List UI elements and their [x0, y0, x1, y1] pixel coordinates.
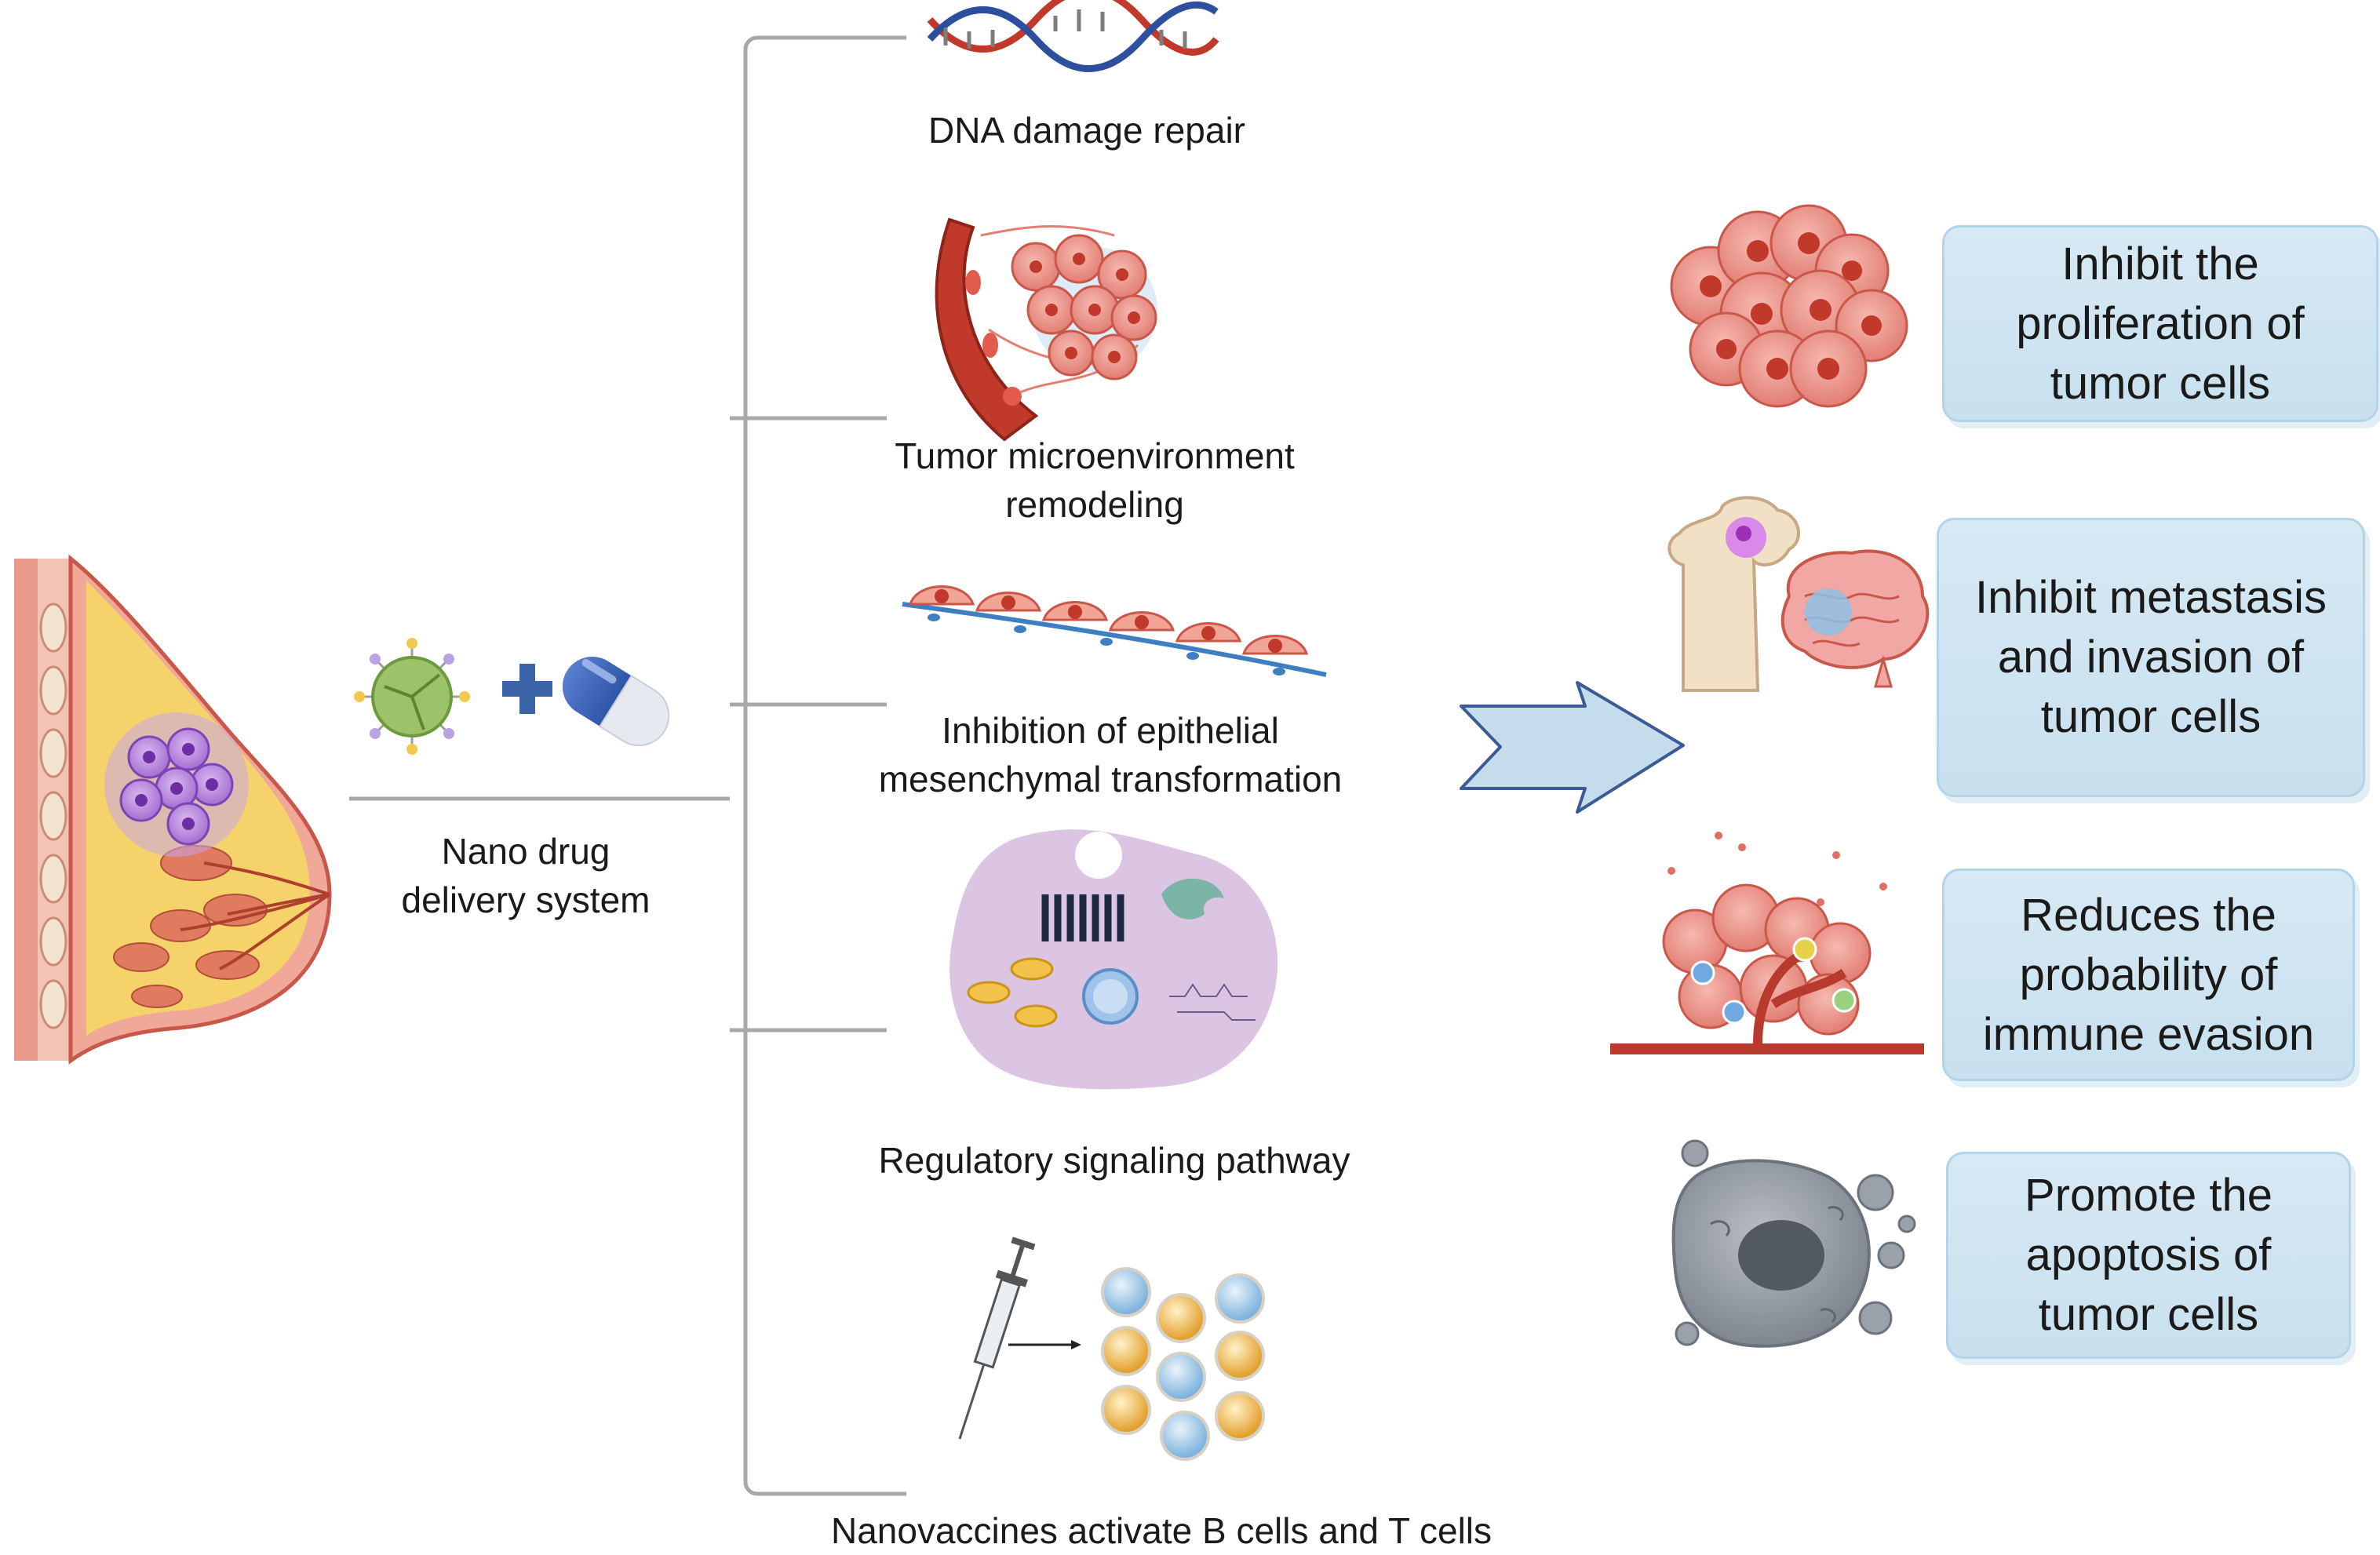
outcome-text: Inhibit the	[2061, 238, 2259, 290]
nanoparticle-icon	[354, 638, 470, 755]
outcome-box-apoptosis: Promote the apoptosis of tumor cells	[1946, 1152, 2351, 1359]
outcome-text: tumor cells	[2050, 357, 2271, 409]
epithelial-layer-icon	[902, 585, 1327, 677]
outcome-text: Reduces the	[2021, 889, 2276, 941]
breast-tumor-illustration	[14, 554, 332, 1065]
mechanism-label-dna: DNA damage repair	[863, 106, 1310, 155]
mechanism-label-signaling: Regulatory signaling pathway	[832, 1136, 1397, 1185]
outcome-text: tumor cells	[2038, 1289, 2259, 1340]
immune-evasion-icon	[1610, 832, 1924, 1054]
outcome-box-proliferation: Inhibit the proliferation of tumor cells	[1942, 225, 2378, 422]
mechanism-text: DNA damage repair	[928, 110, 1245, 151]
apoptotic-cell-icon	[1671, 1139, 1916, 1348]
outcome-box-immune-evasion: Reduces the probability of immune evasio…	[1942, 869, 2355, 1081]
vaccine-cells-icon	[958, 1236, 1265, 1461]
mechanism-label-nanovaccines: Nanovaccines activate B cells and T cell…	[769, 1506, 1554, 1555]
outcome-text: immune evasion	[1982, 1008, 2315, 1060]
outcome-text: tumor cells	[2040, 691, 2262, 742]
input-label-line2: delivery system	[401, 879, 651, 920]
mechanism-text: remodeling	[1005, 484, 1184, 525]
outcome-text: apoptosis of	[2025, 1229, 2272, 1280]
input-label: Nano drug delivery system	[337, 827, 714, 924]
mechanism-text: mesenchymal transformation	[878, 759, 1343, 799]
connector-tree	[349, 35, 906, 1496]
mechanism-label-microenvironment: Tumor microenvironment remodeling	[832, 432, 1358, 529]
right-arrow	[1460, 681, 1685, 814]
outcome-text: Promote the	[2025, 1170, 2272, 1221]
input-label-line1: Nano drug	[441, 831, 610, 872]
signaling-cell-icon	[949, 829, 1278, 1090]
mechanism-text: Nanovaccines activate B cells and T cell…	[830, 1510, 1493, 1551]
capsule-icon	[562, 657, 670, 747]
dna-icon	[927, 0, 1219, 72]
tumor-microenvironment-icon	[935, 217, 1157, 442]
plus-icon	[502, 664, 552, 714]
bone-brain-metastasis-icon	[1667, 496, 1930, 692]
outcome-text: Inhibit metastasis	[1974, 572, 2327, 623]
outcome-text: proliferation of	[2016, 297, 2305, 349]
tumor-cell-cluster-icon	[1670, 204, 1908, 408]
outcome-text: probability of	[2019, 949, 2278, 1000]
mechanism-text: Inhibition of epithelial	[942, 710, 1279, 751]
outcome-box-metastasis: Inhibit metastasis and invasion of tumor…	[1937, 518, 2365, 797]
outcome-text: and invasion of	[1997, 632, 2305, 683]
mechanism-label-emt: Inhibition of epithelial mesenchymal tra…	[824, 706, 1397, 803]
mechanism-text: Tumor microenvironment	[895, 435, 1295, 476]
mechanism-text: Regulatory signaling pathway	[878, 1140, 1350, 1181]
